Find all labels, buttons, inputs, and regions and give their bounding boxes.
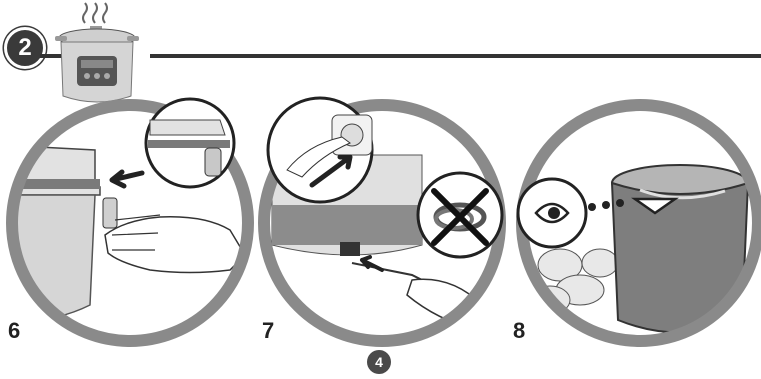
header-rule [150, 54, 761, 58]
figure-8-number: 8 [513, 318, 525, 344]
figure-6-illustration [0, 95, 255, 350]
step-number-badge: 2 [4, 27, 46, 69]
figure-8-illustration [510, 95, 761, 350]
figure-6-number: 6 [8, 318, 20, 344]
figure-7-illustration [262, 95, 517, 350]
figure-7-number: 7 [262, 318, 274, 344]
pressure-cooker-illustration [55, 8, 150, 108]
page-number-badge: 4 [367, 350, 391, 374]
